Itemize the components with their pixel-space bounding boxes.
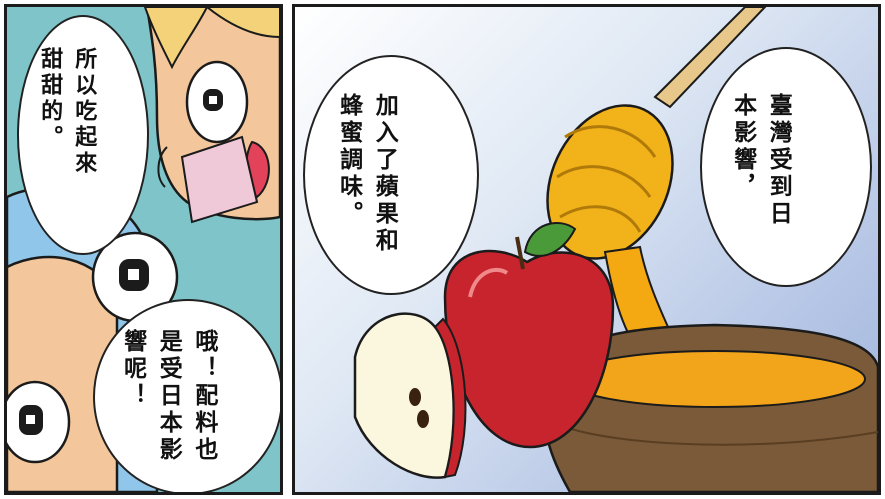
left-panel: 所以吃起來 甜甜的。 哦！配料也 是受日本影 響呢！ <box>4 4 283 495</box>
speech-line: 甜甜的。 <box>37 47 64 151</box>
left-panel-art <box>7 7 280 492</box>
speech-bubble-top-left <box>17 15 149 255</box>
speech-line: 所以吃起來 <box>71 47 98 177</box>
speech-bubble-right <box>700 47 872 287</box>
speech-line: 本影響， <box>729 93 757 201</box>
right-panel: 加入了蘋果和 蜂蜜調味。 臺灣受到日 本影響， <box>292 4 881 495</box>
speech-text-bottom-left: 哦！配料也 是受日本影 響呢！ <box>115 329 222 479</box>
speech-line: 是受日本影 <box>155 329 183 464</box>
speech-text-top-left: 所以吃起來 甜甜的。 <box>33 47 101 227</box>
speech-line: 臺灣受到日 <box>765 93 793 228</box>
speech-bubble-left <box>303 55 479 295</box>
speech-line: 響呢！ <box>119 329 147 410</box>
speech-line: 哦！配料也 <box>190 329 218 464</box>
speech-bubble-bottom-left <box>93 299 280 492</box>
speech-line: 加入了蘋果和 <box>371 93 399 255</box>
speech-text-left: 加入了蘋果和 蜂蜜調味。 <box>331 93 402 273</box>
speech-text-right: 臺灣受到日 本影響， <box>725 93 796 273</box>
right-panel-art <box>353 7 878 492</box>
speech-line: 蜂蜜調味。 <box>335 93 363 228</box>
